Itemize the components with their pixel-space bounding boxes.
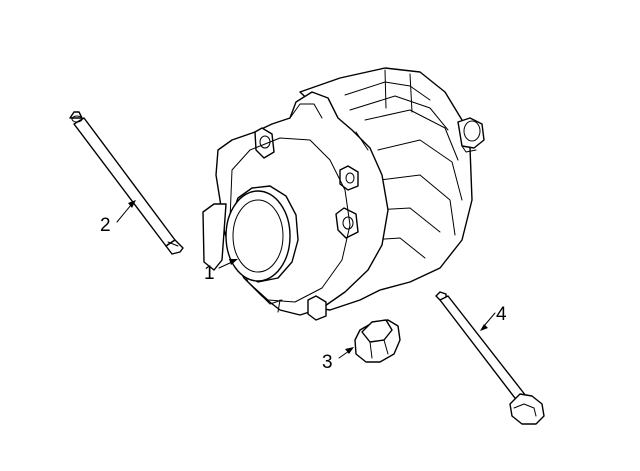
callout-label-2: 2: [100, 215, 111, 236]
callout-label-4: 4: [496, 304, 507, 325]
bolt-part[interactable]: [435, 291, 545, 425]
callout-4: 4: [480, 304, 507, 331]
callout-2: 2: [100, 200, 136, 236]
alternator-part[interactable]: [202, 67, 485, 321]
callout-label-1: 1: [204, 263, 215, 284]
callout-label-3: 3: [322, 352, 333, 373]
nut-part[interactable]: [354, 319, 401, 363]
callout-3: 3: [322, 347, 354, 373]
callout-1: 1: [204, 259, 238, 284]
stud-part[interactable]: [69, 111, 184, 255]
